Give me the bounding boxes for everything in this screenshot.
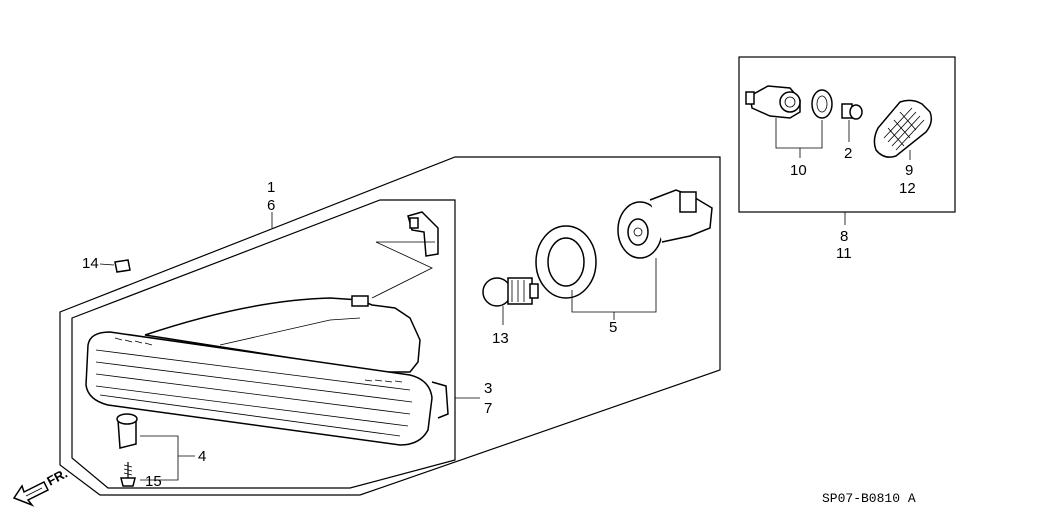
callout-2: 2 bbox=[844, 145, 852, 162]
clip-14 bbox=[99, 259, 131, 273]
callout-6: 6 bbox=[267, 197, 275, 214]
side-marker-socket-10 bbox=[745, 85, 801, 119]
diagram-code: SP07-B0810 A bbox=[822, 491, 916, 506]
screw-15 bbox=[120, 462, 136, 487]
side-marker-box bbox=[738, 56, 956, 213]
callout-3: 3 bbox=[484, 380, 492, 397]
wedge-bulb-2 bbox=[841, 103, 863, 142]
callout-13: 13 bbox=[492, 330, 509, 347]
lens-connector bbox=[371, 211, 439, 299]
callout-14: 14 bbox=[82, 255, 99, 272]
callout-15: 15 bbox=[145, 473, 162, 490]
socket-5 bbox=[617, 189, 713, 259]
callout-8: 8 bbox=[840, 228, 848, 245]
callout-11: 11 bbox=[836, 245, 852, 262]
side-marker-gasket-10 bbox=[811, 89, 833, 119]
callout-12: 12 bbox=[899, 180, 916, 197]
assembly-boundary-3-7 bbox=[71, 199, 456, 489]
callout-1: 1 bbox=[267, 179, 275, 196]
assembly-boundary-1-6 bbox=[59, 156, 721, 496]
bulb-13 bbox=[482, 277, 539, 325]
grommet-4 bbox=[116, 413, 138, 449]
callout-4: 4 bbox=[198, 448, 206, 465]
callout-10: 10 bbox=[790, 162, 807, 179]
callout-7: 7 bbox=[484, 400, 492, 417]
callout-9: 9 bbox=[905, 162, 913, 179]
callout-5: 5 bbox=[609, 319, 617, 336]
turn-signal-lens bbox=[85, 295, 449, 446]
side-marker-lens-9-12 bbox=[873, 99, 933, 160]
gasket-5 bbox=[535, 225, 597, 299]
front-direction-arrow-icon bbox=[12, 480, 50, 507]
